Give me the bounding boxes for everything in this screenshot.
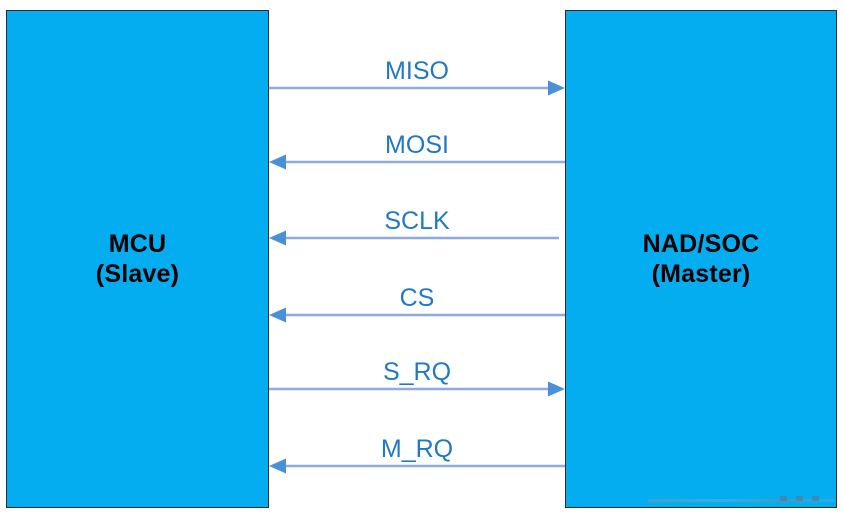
node-mcu-role: (Slave) bbox=[95, 260, 180, 288]
arrow-right-icon bbox=[269, 381, 565, 397]
arrow-left-icon bbox=[269, 458, 565, 474]
node-mcu[interactable]: MCU (Slave) bbox=[6, 10, 269, 508]
arrow-left-icon bbox=[269, 154, 565, 170]
node-nad-soc-title: NAD/SOC bbox=[642, 229, 760, 258]
arrow-left-icon bbox=[269, 230, 559, 246]
arrow-left-icon bbox=[269, 307, 565, 323]
node-nad-soc-role: (Master) bbox=[651, 260, 751, 288]
node-mcu-title: MCU bbox=[108, 229, 167, 258]
node-nad-soc[interactable]: NAD/SOC (Master) bbox=[565, 10, 837, 508]
arrow-right-icon bbox=[269, 80, 565, 96]
